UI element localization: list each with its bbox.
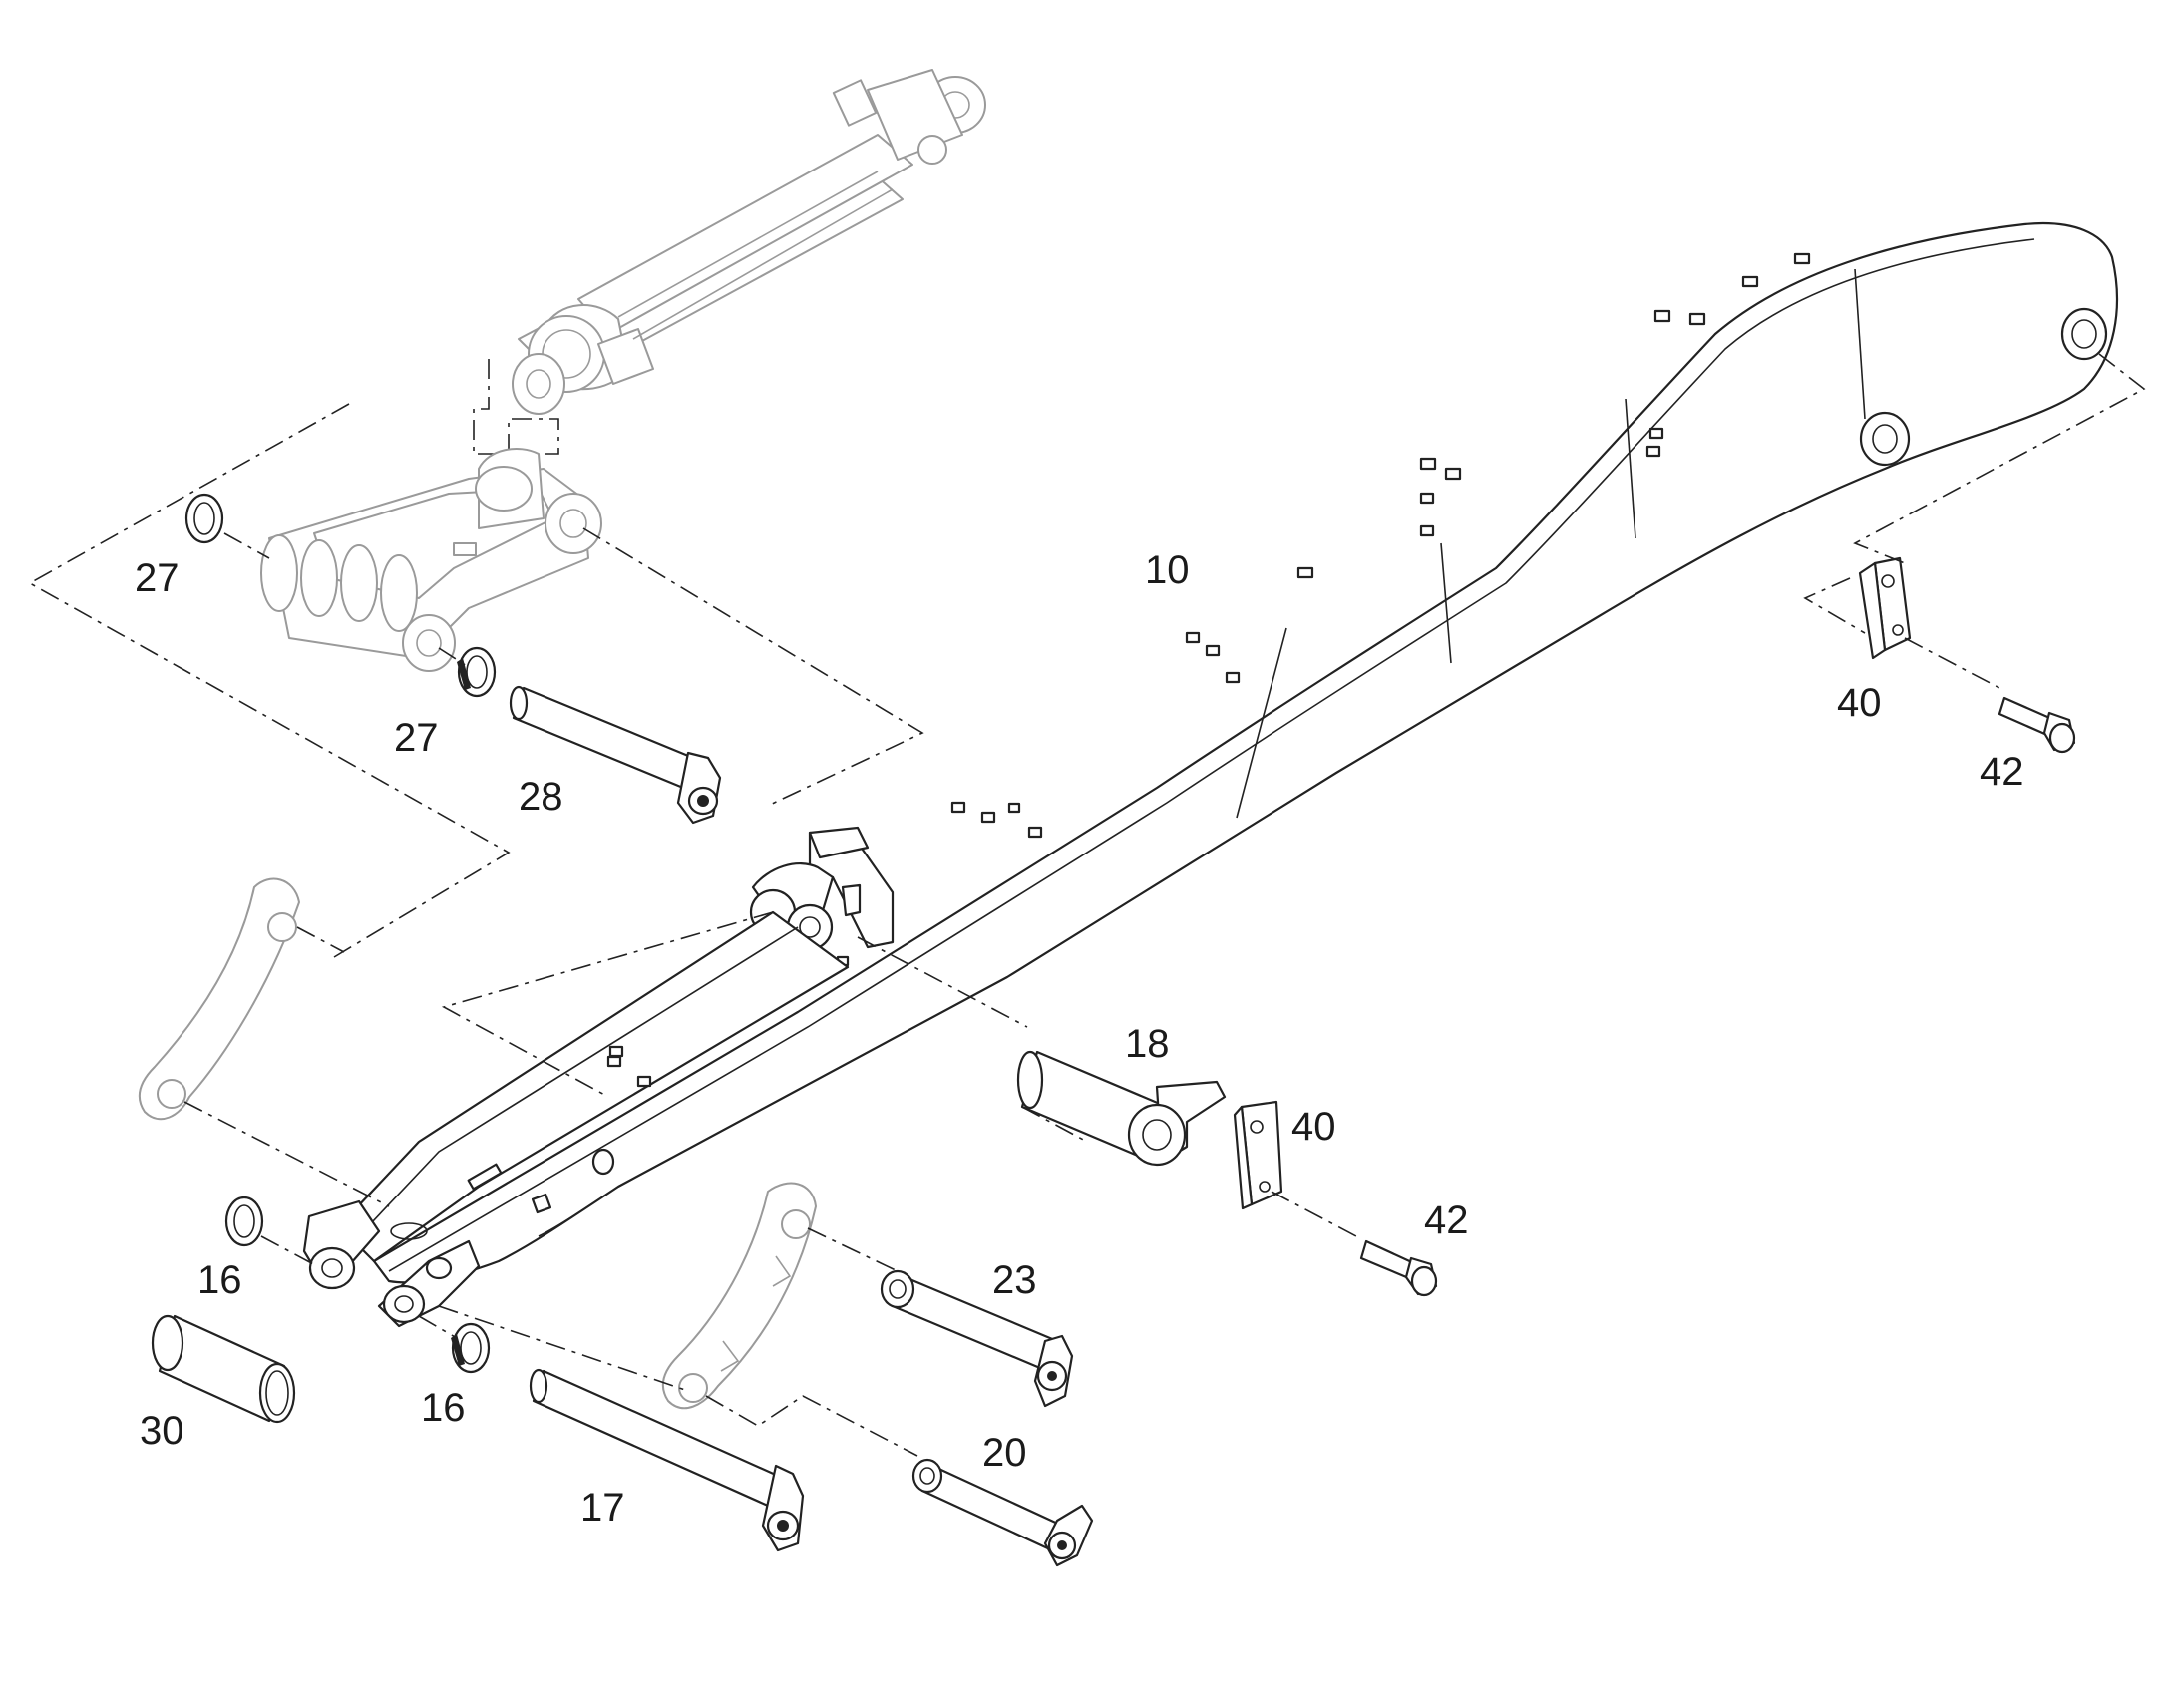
callout-42-upper: 42 [1980,750,2024,794]
callout-27-lower: 27 [394,716,439,760]
bushing-30 [151,1314,296,1424]
callout-27-upper: 27 [135,556,180,600]
callout-16-right: 16 [421,1386,466,1430]
pin-17 [529,1368,805,1552]
pin-18 [1016,1050,1227,1167]
callout-20: 20 [982,1431,1027,1475]
callout-10: 10 [1145,548,1190,592]
callout-30: 30 [140,1409,184,1453]
washer-27-lower [457,646,497,698]
pin-28 [509,685,722,825]
callout-28: 28 [519,775,563,819]
bolt-42-lower [1359,1239,1438,1297]
hydraulic-cylinder [512,69,986,415]
callout-40-lower: 40 [1291,1105,1336,1149]
washer-16-left [224,1196,264,1247]
link-plate-right [661,1182,817,1410]
callout-40-upper: 40 [1837,681,1882,725]
plate-40-lower [1233,1100,1283,1210]
callout-16-left: 16 [197,1258,242,1302]
bolt-42-upper [1998,696,2076,754]
link-rocker [260,448,602,672]
plate-40-upper [1858,556,1912,660]
callout-23: 23 [992,1258,1037,1302]
washer-27-upper [184,493,224,544]
callout-17: 17 [580,1486,625,1530]
pin-23 [880,1269,1074,1408]
link-plate-left [138,877,300,1121]
washer-16-right [451,1322,491,1374]
boom-arm [372,222,2118,1284]
callout-42-lower: 42 [1424,1198,1469,1242]
pin-20 [911,1458,1094,1567]
callout-18: 18 [1125,1022,1170,1066]
